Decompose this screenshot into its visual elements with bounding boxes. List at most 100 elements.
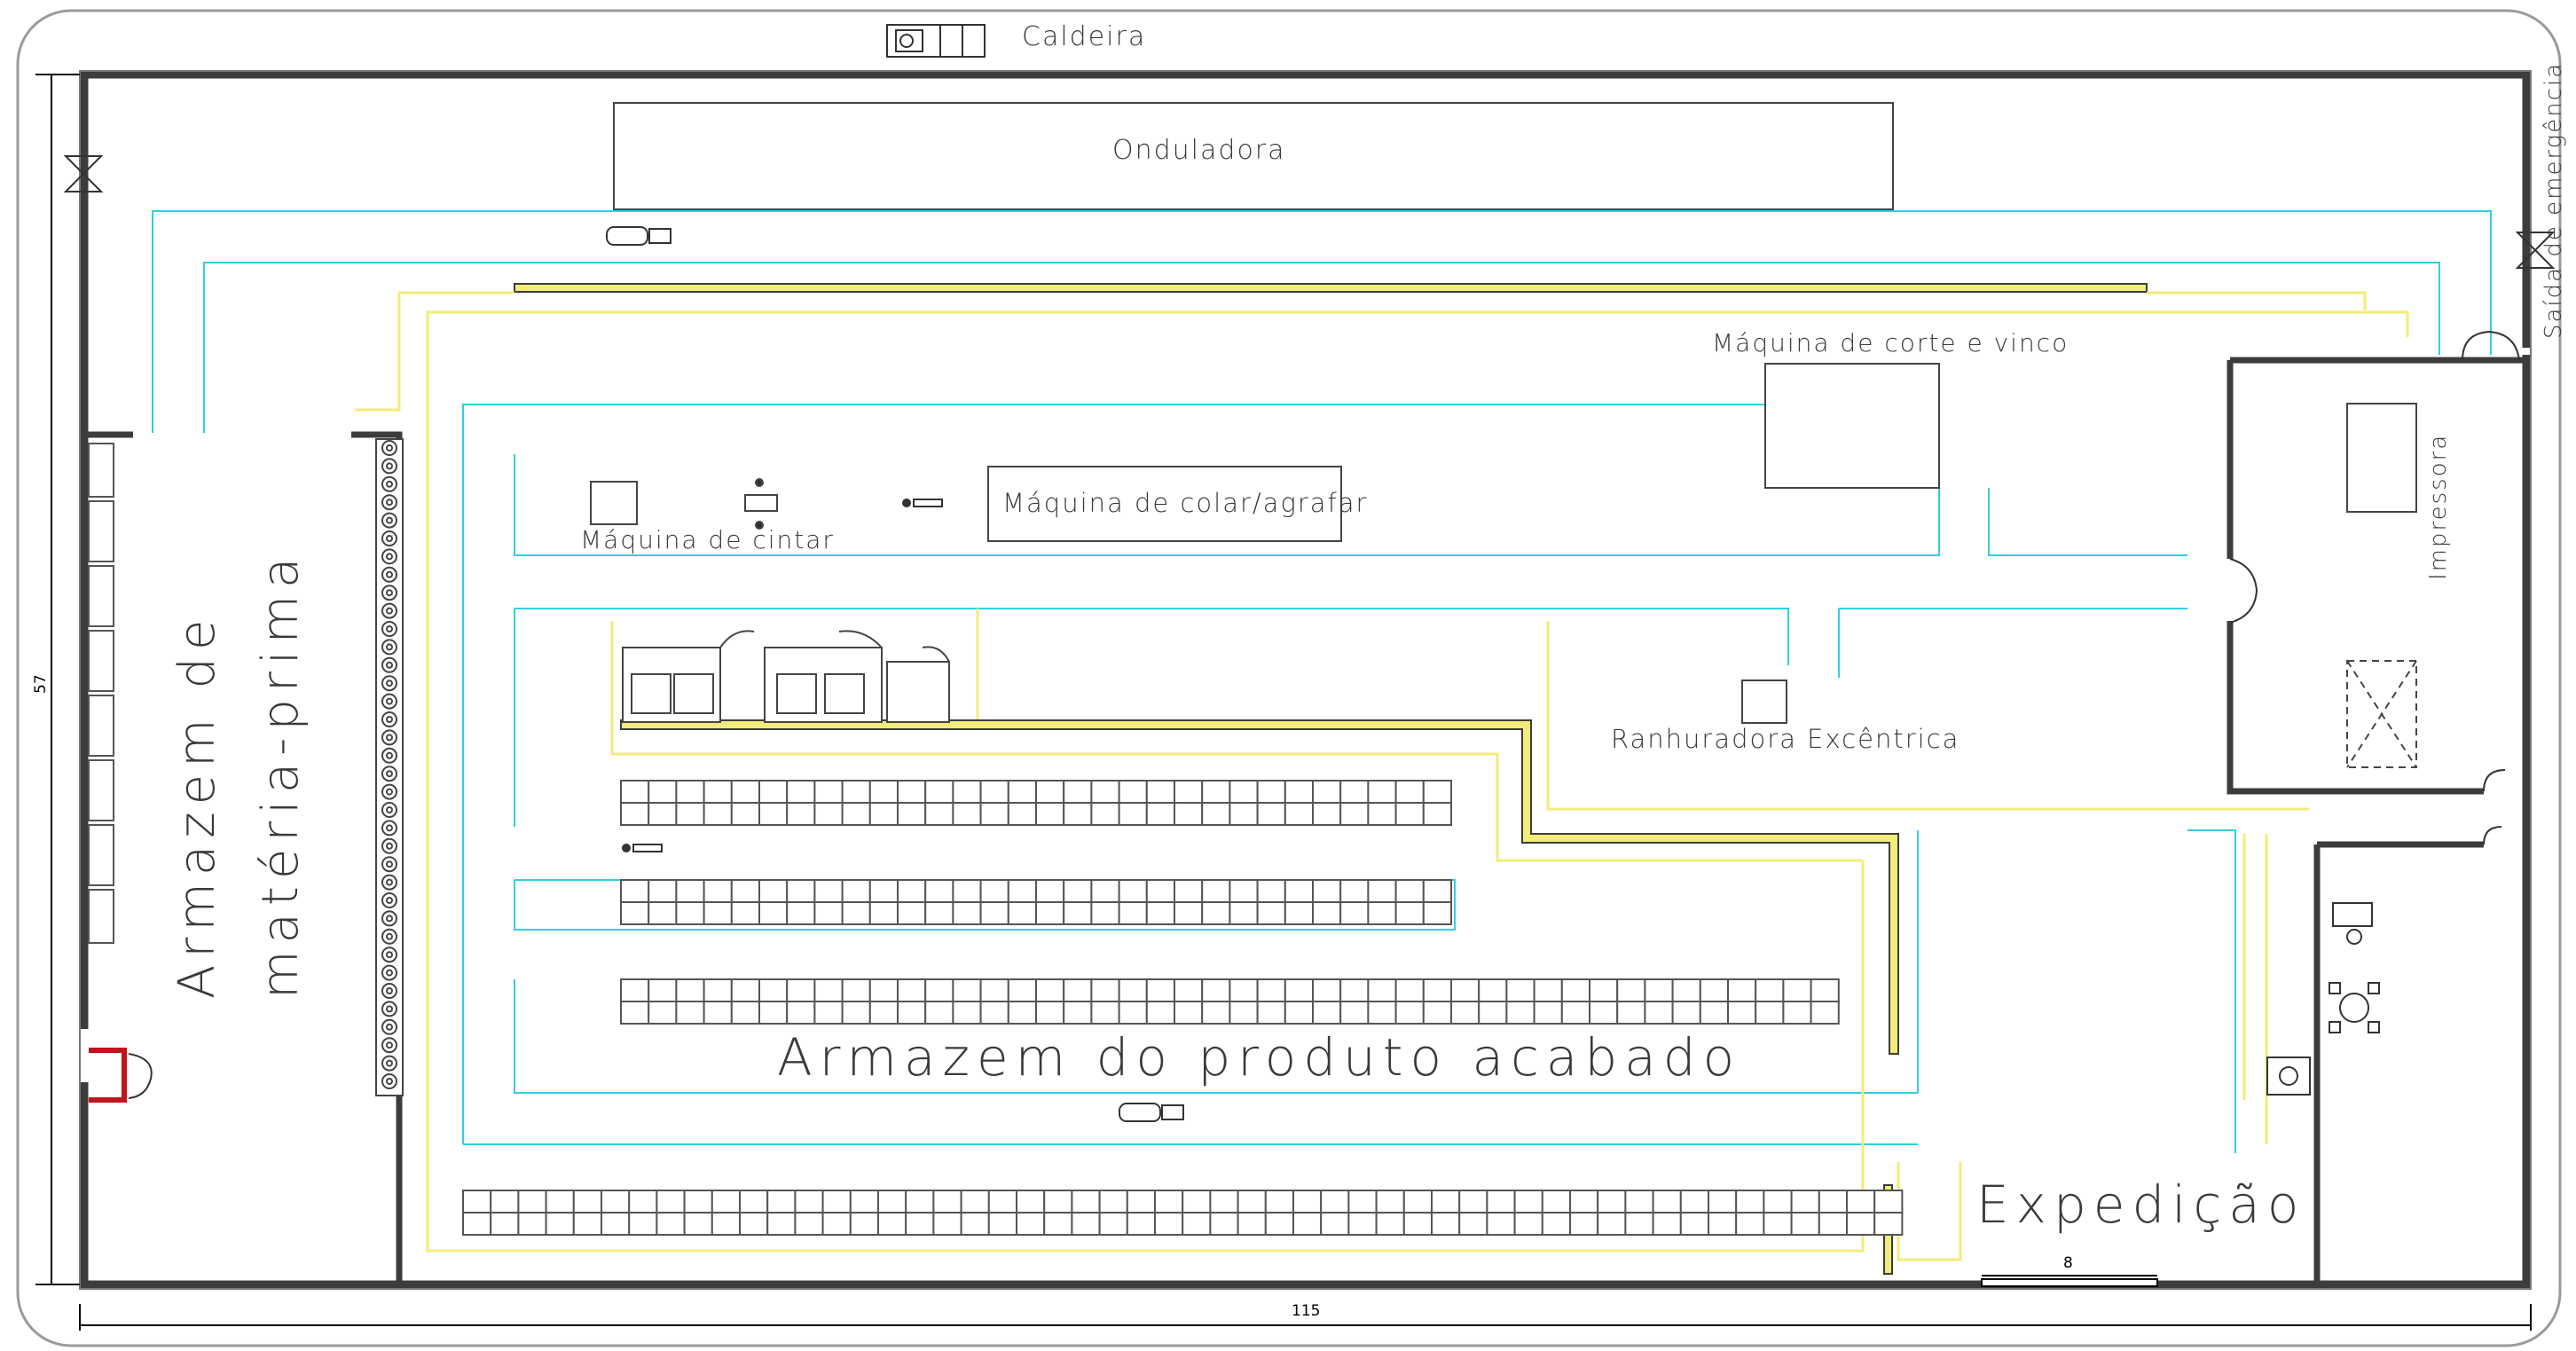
- roller-hub: [386, 842, 393, 850]
- pallet: [813, 802, 844, 826]
- pallet: [1256, 978, 1286, 1002]
- pallet: [932, 1190, 962, 1214]
- pallet: [1367, 780, 1397, 804]
- pallet: [1450, 1001, 1480, 1025]
- roller-hub: [386, 643, 393, 651]
- pallet: [1708, 1212, 1738, 1236]
- pallet: [1339, 978, 1370, 1002]
- pallet: [1007, 879, 1038, 903]
- pallet: [683, 1190, 713, 1214]
- pallet: [821, 1212, 852, 1236]
- pallet: [868, 879, 899, 903]
- pallet: [841, 802, 871, 826]
- pallet: [868, 978, 899, 1002]
- desk-icon: [2266, 902, 2373, 1096]
- pallet: [813, 978, 844, 1002]
- pallet: [1569, 1212, 1599, 1236]
- pallet: [648, 1001, 678, 1025]
- pallet: [1201, 978, 1231, 1002]
- roller-hub: [386, 625, 393, 632]
- pallet: [1818, 1212, 1849, 1236]
- pallet: [1118, 978, 1148, 1002]
- pallet: [1229, 879, 1259, 903]
- worker-icon: [622, 499, 943, 852]
- roller-hub: [386, 535, 393, 542]
- pallet: [675, 901, 705, 925]
- pallet: [1589, 978, 1619, 1002]
- pallet: [1256, 1001, 1286, 1025]
- pallet: [462, 1190, 492, 1214]
- pallet: [1679, 1212, 1710, 1236]
- corte-vinco-machine: [1764, 363, 1940, 489]
- right-rooms: [2227, 357, 2526, 1284]
- pallet: [758, 901, 789, 925]
- pallet: [730, 780, 760, 804]
- pallet: [1182, 1212, 1212, 1236]
- pallet: [1312, 1001, 1342, 1025]
- pallet: [897, 780, 927, 804]
- roller-hub: [386, 788, 393, 796]
- pallet: [1422, 1001, 1453, 1025]
- pallet: [1201, 901, 1231, 925]
- pallet: [1450, 978, 1480, 1002]
- pallet: [897, 1001, 927, 1025]
- pallet: [730, 879, 760, 903]
- pallet: [1007, 978, 1038, 1002]
- pallet: [877, 1190, 907, 1214]
- pallet: [1339, 1001, 1370, 1025]
- pallet: [905, 1212, 935, 1236]
- pallet: [1422, 879, 1453, 903]
- roller-hub: [386, 860, 393, 868]
- pallet: [1118, 1001, 1148, 1025]
- pallet: [545, 1190, 575, 1214]
- impressora-label: Impressora: [2425, 433, 2452, 580]
- pallet: [1644, 1001, 1674, 1025]
- pallet: [1727, 1001, 1757, 1025]
- roller-hub: [386, 462, 393, 470]
- pallet: [952, 1001, 982, 1025]
- pallet: [1098, 1190, 1128, 1214]
- pallet: [1145, 879, 1176, 903]
- pallet: [924, 780, 954, 804]
- roller-hub: [386, 1005, 393, 1013]
- pallet: [786, 802, 816, 826]
- pallet: [1264, 1190, 1295, 1214]
- pallet: [786, 978, 816, 1002]
- pallet: [1154, 1190, 1184, 1214]
- roller-hub: [386, 1023, 393, 1031]
- pallet: [924, 879, 954, 903]
- pallet: [987, 1190, 1018, 1214]
- pallet: [517, 1212, 547, 1236]
- page-frame: [16, 9, 2562, 1347]
- pallet: [905, 1190, 935, 1214]
- pallet: [620, 879, 650, 903]
- roller-hub: [386, 444, 393, 452]
- pallet: [1320, 1212, 1350, 1236]
- pallet: [675, 802, 705, 826]
- pallet: [1320, 1190, 1350, 1214]
- pallet: [1671, 1001, 1701, 1025]
- pallet: [758, 978, 789, 1002]
- roller-hub: [386, 734, 393, 742]
- pallet: [897, 901, 927, 925]
- pallet: [1782, 1001, 1812, 1025]
- pallet: [1367, 802, 1397, 826]
- roller-hub: [386, 1059, 393, 1067]
- pallet: [648, 901, 678, 925]
- pallet: [1375, 1212, 1405, 1236]
- pallet: [1763, 1190, 1793, 1214]
- pallet: [1478, 1001, 1508, 1025]
- colar-agrafar-label: Máquina de colar/agrafar: [1002, 488, 1369, 518]
- pallet: [1708, 1190, 1738, 1214]
- pallet: [813, 780, 844, 804]
- pallet: [1312, 879, 1342, 903]
- pallet: [849, 1190, 879, 1214]
- pallet: [1431, 1212, 1461, 1236]
- pallet: [675, 879, 705, 903]
- pallet: [841, 1001, 871, 1025]
- height-dimension: 57: [32, 674, 50, 694]
- pallet: [979, 1001, 1009, 1025]
- pallet: [1644, 978, 1674, 1002]
- top-belt: [514, 283, 2148, 293]
- pallet: [1182, 1190, 1212, 1214]
